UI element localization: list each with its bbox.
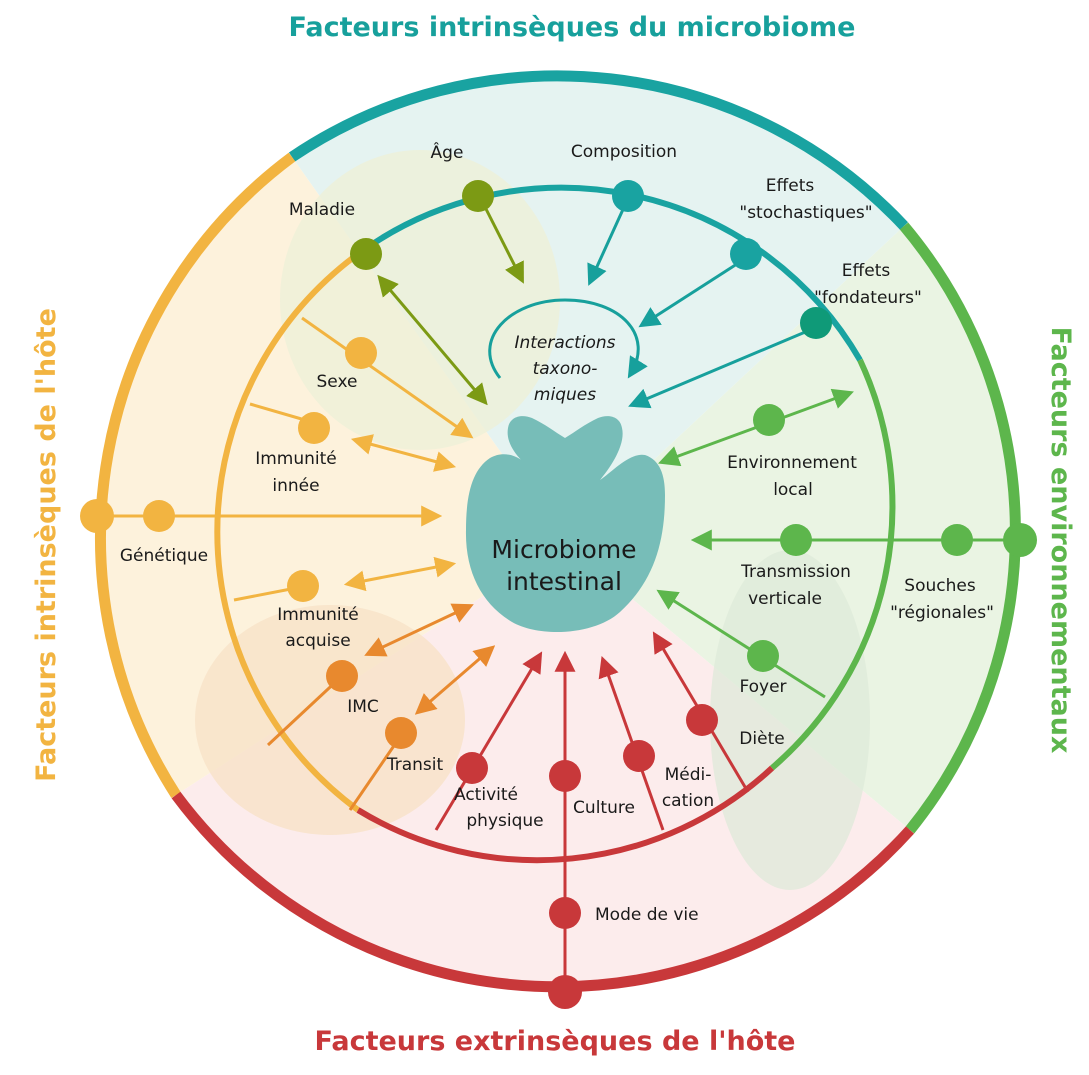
label-regional-line1: Souches <box>904 576 976 596</box>
outer-arc-teal <box>288 70 909 230</box>
node-medication <box>623 740 655 772</box>
nodes <box>80 180 1037 1009</box>
label-imc: IMC <box>347 697 379 717</box>
node-mode-de-vie <box>549 897 581 929</box>
blob-maladie <box>280 150 560 450</box>
arrow-immunite-innee-stem <box>249 402 306 422</box>
label-immunite-acquise-line2: acquise <box>285 631 350 651</box>
node-age <box>462 180 494 212</box>
arrows <box>97 204 1020 992</box>
interactions-line2: taxono- <box>533 359 598 379</box>
title-top: Facteurs intrinsèques du microbiome <box>289 12 856 43</box>
node-souches <box>941 524 973 556</box>
arrow-imc <box>364 603 474 657</box>
blob-orange <box>195 605 465 835</box>
node-maladie <box>350 238 382 270</box>
inner-arc-red <box>356 765 775 864</box>
center-label-line2: intestinal <box>506 567 622 596</box>
arrow-foyer <box>656 589 826 699</box>
node-founder <box>800 307 832 339</box>
node-env-local <box>753 404 785 436</box>
sector-host-extrinsic <box>176 543 910 987</box>
title-left: Facteurs intrinsèques de l'hôte <box>31 308 62 782</box>
label-sexe: Sexe <box>317 372 358 392</box>
arrow-imc-stem <box>266 674 344 747</box>
label-regional-line2: "régionales" <box>890 603 994 623</box>
label-transit: Transit <box>386 755 444 775</box>
node-souches-outer <box>1003 523 1037 557</box>
arrow-sexe <box>301 316 474 439</box>
node-foyer <box>747 640 779 672</box>
microbiome-center-shape <box>465 416 665 633</box>
label-env-local-line2: local <box>773 480 813 500</box>
label-stochastic-line2: "stochastiques" <box>739 203 872 223</box>
label-activite-line1: Activité <box>454 785 518 805</box>
arrow-stochastic <box>638 260 741 328</box>
node-culture <box>549 760 581 792</box>
label-immunite-acquise-line1: Immunité <box>277 605 359 625</box>
arrow-immunite-acquise-stem <box>233 586 297 602</box>
label-activite-line2: physique <box>466 811 543 831</box>
node-vertical <box>780 524 812 556</box>
center-label-line1: Microbiome <box>491 535 636 564</box>
inner-arc-green <box>770 358 896 771</box>
label-diete: Diète <box>739 729 784 749</box>
node-immunite-innee <box>298 412 330 444</box>
label-env-local-line1: Environnement <box>727 453 857 473</box>
label-mode-de-vie: Mode de vie <box>595 905 699 925</box>
node-sexe <box>345 337 377 369</box>
label-immunite-innee-line2: innée <box>272 476 319 496</box>
node-composition <box>612 180 644 212</box>
label-foyer: Foyer <box>739 677 786 697</box>
node-imc <box>326 660 358 692</box>
label-medication-line1: Médi- <box>665 765 712 785</box>
label-vertical-line2: verticale <box>748 589 822 609</box>
interactions-line3: miques <box>534 385 596 405</box>
arrow-immunite-innee <box>350 434 457 472</box>
node-diete <box>686 704 718 736</box>
inner-arc-yellow <box>214 251 360 813</box>
arrow-composition <box>587 204 627 286</box>
label-vertical-line1: Transmission <box>740 562 851 582</box>
sector-host-intrinsic <box>100 157 565 795</box>
label-founder-line2: "fondateurs" <box>814 288 922 308</box>
outer-arc-red <box>171 791 915 993</box>
node-transit <box>385 717 417 749</box>
interactions-loop-arrow <box>488 298 648 379</box>
node-activite <box>456 752 488 784</box>
label-maladie: Maladie <box>289 200 355 220</box>
label-genetique: Génétique <box>120 546 208 566</box>
arrow-activite <box>434 651 543 831</box>
label-founder-line1: Effets <box>842 261 891 281</box>
label-culture: Culture <box>573 798 635 818</box>
interactions-line1: Interactions <box>514 333 615 353</box>
node-genetique-outer <box>80 499 114 533</box>
arrow-maladie <box>377 274 488 406</box>
outer-arc-yellow <box>95 152 296 798</box>
label-immunite-innee-line1: Immunité <box>255 449 337 469</box>
label-stochastic-line1: Effets <box>766 176 815 196</box>
node-immunite-acquise <box>287 570 319 602</box>
title-bottom: Facteurs extrinsèques de l'hôte <box>314 1026 795 1057</box>
node-stochastic <box>730 238 762 270</box>
arrow-transit <box>414 645 496 715</box>
node-genetique <box>143 500 175 532</box>
node-mode-de-vie-outer <box>548 975 582 1009</box>
label-age: Âge <box>431 141 464 163</box>
title-right: Facteurs environnementaux <box>1045 327 1076 754</box>
label-medication-line2: cation <box>662 791 714 811</box>
blob-green <box>710 550 870 890</box>
arrow-age <box>483 206 524 284</box>
label-composition: Composition <box>571 142 677 162</box>
arrow-immunite-acquise <box>343 556 457 592</box>
